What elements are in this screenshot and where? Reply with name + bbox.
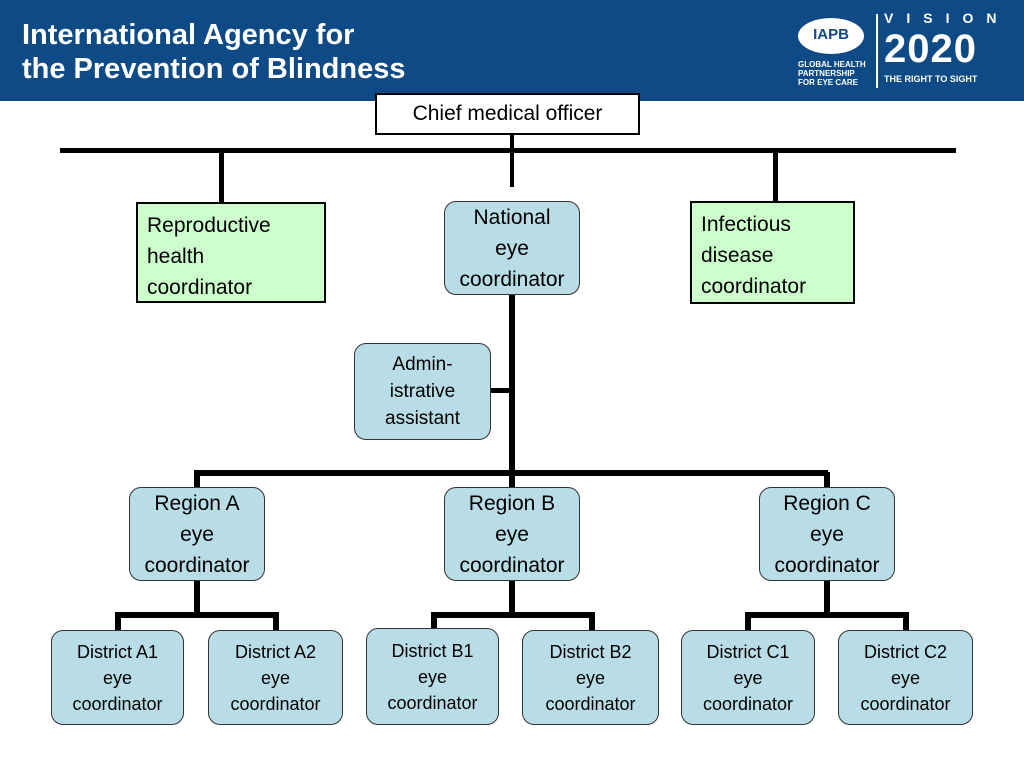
connector-infectious-drop: [773, 150, 778, 202]
organization-title: International Agency for the Prevention …: [22, 19, 406, 85]
region-a-coordinator-label: Region A eye coordinator: [144, 491, 250, 577]
region-c-coordinator-label: Region C eye coordinator: [774, 491, 880, 577]
connector-region-c-drop: [824, 472, 830, 490]
reproductive-health-coordinator-label: Reproductive health coordinator: [147, 214, 271, 299]
connector-region-b-drop: [509, 472, 515, 490]
district-b1-coordinator-box: District B1 eye coordinator: [366, 628, 499, 725]
district-b1-coordinator-label: District B1 eye coordinator: [387, 640, 478, 713]
connector-district-b2-drop: [589, 612, 595, 632]
vision-2020-logo: IAPB GLOBAL HEALTH PARTNERSHIP FOR EYE C…: [792, 10, 1016, 92]
iapb-logo-icon: IAPB: [798, 18, 864, 54]
connector-peers-horizontal: [60, 148, 956, 153]
infectious-disease-coordinator-label: Infectious disease coordinator: [701, 213, 807, 298]
district-a2-coordinator-label: District A2 eye coordinator: [230, 641, 321, 714]
vision-tagline: THE RIGHT TO SIGHT: [884, 74, 978, 84]
district-a1-coordinator-label: District A1 eye coordinator: [72, 641, 163, 714]
vision-year: 2020: [884, 27, 977, 71]
connector-region-a-bar: [115, 612, 279, 618]
district-a1-coordinator-box: District A1 eye coordinator: [51, 630, 184, 725]
logo-divider: [876, 14, 878, 88]
administrative-assistant-box: Admin- istrative assistant: [354, 343, 491, 440]
connector-district-b1-drop: [431, 612, 437, 632]
district-a2-coordinator-box: District A2 eye coordinator: [208, 630, 343, 725]
connector-national-trunk: [509, 294, 515, 472]
district-c2-coordinator-label: District C2 eye coordinator: [860, 641, 951, 714]
connector-assistant: [489, 388, 513, 393]
connector-district-c1-drop: [745, 612, 751, 632]
connector-district-c2-drop: [903, 612, 909, 632]
infectious-disease-coordinator-box: Infectious disease coordinator: [690, 201, 855, 304]
iapb-logo-text: IAPB: [813, 26, 849, 43]
connector-region-b-stem: [509, 580, 515, 614]
district-c2-coordinator-box: District C2 eye coordinator: [838, 630, 973, 725]
district-c1-coordinator-box: District C1 eye coordinator: [681, 630, 815, 725]
region-b-coordinator-box: Region B eye coordinator: [444, 487, 580, 581]
region-b-coordinator-label: Region B eye coordinator: [459, 491, 565, 577]
vision-word: VISION: [884, 10, 1010, 26]
national-eye-coordinator-label: National eye coordinator: [459, 205, 565, 291]
connector-reproductive-drop: [219, 150, 224, 202]
connector-region-c-bar: [745, 612, 909, 618]
administrative-assistant-label: Admin- istrative assistant: [385, 354, 460, 429]
district-b2-coordinator-label: District B2 eye coordinator: [545, 641, 636, 714]
iapb-subtitle: GLOBAL HEALTH PARTNERSHIP FOR EYE CARE: [798, 60, 866, 87]
connector-region-b-bar: [431, 612, 595, 618]
connector-region-a-drop: [194, 472, 200, 490]
connector-district-a2-drop: [273, 612, 279, 632]
national-eye-coordinator-box: National eye coordinator: [444, 201, 580, 295]
district-b2-coordinator-box: District B2 eye coordinator: [522, 630, 659, 725]
header-banner: International Agency for the Prevention …: [0, 0, 1024, 101]
chief-medical-officer-box: Chief medical officer: [375, 93, 640, 135]
chief-medical-officer-label: Chief medical officer: [412, 102, 603, 125]
reproductive-health-coordinator-box: Reproductive health coordinator: [136, 202, 326, 303]
district-c1-coordinator-label: District C1 eye coordinator: [702, 641, 794, 714]
connector-region-c-stem: [824, 580, 830, 614]
connector-district-a1-drop: [115, 612, 121, 632]
region-a-coordinator-box: Region A eye coordinator: [129, 487, 265, 581]
region-c-coordinator-box: Region C eye coordinator: [759, 487, 895, 581]
connector-region-a-stem: [194, 580, 200, 614]
